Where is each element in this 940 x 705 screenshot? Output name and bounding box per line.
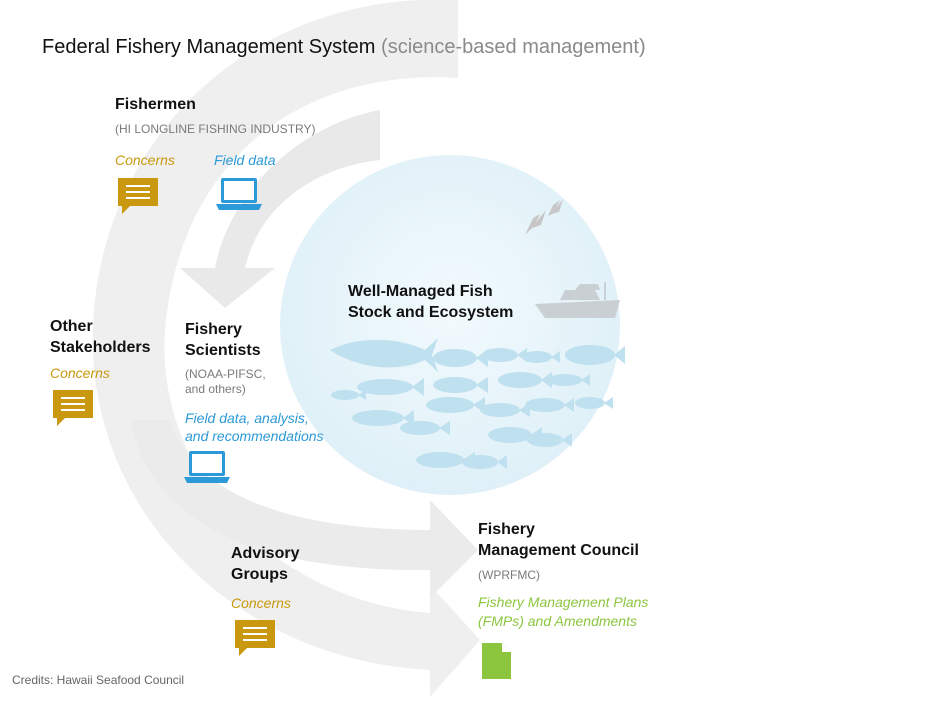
scientists-output-line1: Field data, analysis, — [185, 410, 309, 426]
fishermen-detail: (HI LONGLINE FISHING INDUSTRY) — [115, 122, 316, 136]
scientists-detail-line1: (NOAA-PIFSC, — [185, 367, 266, 381]
scientists-detail-line2: and others) — [185, 382, 246, 396]
other-stakeholders-heading-line1: Other — [50, 318, 93, 335]
birds-icon — [525, 199, 563, 235]
speech-bubble-icon — [118, 178, 158, 214]
scientists-to-council-arrow — [130, 420, 478, 598]
inner-flow-arrow — [180, 110, 380, 308]
fishermen-field-data-label: Field data — [214, 152, 276, 168]
fish-school-icon — [330, 338, 625, 469]
ecosystem-label-line2: Stock and Ecosystem — [348, 304, 514, 321]
other-stakeholders-heading-line2: Stakeholders — [50, 339, 151, 356]
fishermen-heading: Fishermen — [115, 96, 196, 113]
document-icon — [482, 643, 511, 679]
fishermen-concerns-label: Concerns — [115, 152, 175, 168]
page-title: Federal Fishery Management System (scien… — [42, 36, 646, 59]
council-output-line2: (FMPs) and Amendments — [478, 613, 637, 629]
advisory-groups-heading-line2: Groups — [231, 566, 288, 583]
advisory-groups-heading-line1: Advisory — [231, 545, 300, 562]
advisory-groups-concerns-label: Concerns — [231, 595, 291, 611]
council-output-line1: Fishery Management Plans — [478, 594, 649, 610]
speech-bubble-icon — [53, 390, 93, 426]
credits-text: Credits: Hawaii Seafood Council — [12, 673, 185, 687]
council-detail: (WPRFMC) — [478, 568, 540, 582]
council-heading-line1: Fishery — [478, 521, 535, 538]
speech-bubble-icon — [235, 620, 275, 656]
scientists-output-line2: and recommendations — [185, 428, 324, 444]
outer-flow-arrow — [92, 0, 480, 697]
ecosystem-label-line1: Well-Managed Fish — [348, 283, 493, 300]
scientists-heading-line2: Scientists — [185, 342, 261, 359]
laptop-icon — [184, 451, 230, 483]
laptop-icon — [216, 178, 262, 210]
scientists-heading-line1: Fishery — [185, 321, 242, 338]
other-stakeholders-concerns-label: Concerns — [50, 365, 110, 381]
title-main: Federal Fishery Management System — [42, 36, 376, 58]
title-subtitle: (science-based management) — [381, 36, 646, 58]
council-heading-line2: Management Council — [478, 542, 639, 559]
fishing-boat-icon — [535, 282, 620, 318]
